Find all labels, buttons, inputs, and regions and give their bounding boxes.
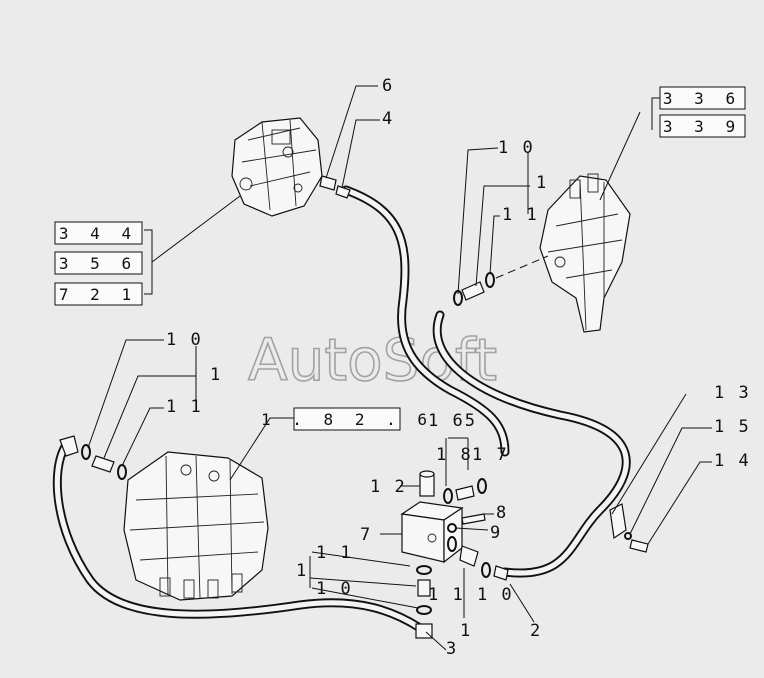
hose-main-4 — [341, 185, 510, 457]
callout-18: 1 8 — [436, 445, 473, 465]
hose-end-2 — [493, 565, 509, 581]
callout-11-left: 1 1 — [166, 397, 203, 417]
adapter-upper — [453, 255, 549, 306]
callout-14: 1 4 — [714, 451, 751, 471]
callout-1-top: 1 — [536, 173, 548, 193]
o-ring-11-upper — [485, 272, 495, 288]
callout-165: 1 65 — [428, 411, 477, 431]
watermark: AutoSoft — [248, 326, 497, 394]
callout-13: 1 3 — [714, 383, 751, 403]
ref-box-356: 3 5 6 — [54, 251, 143, 275]
callout-10-left: 1 0 — [166, 330, 203, 350]
hose-end-left — [59, 435, 79, 457]
callout-1110: 1 1 1 0 — [428, 585, 514, 605]
fitting-4 — [335, 185, 351, 199]
o-ring-11-left — [117, 464, 127, 480]
bracket-13 — [609, 503, 627, 540]
svg-text:3 3 6: 3 3 6 — [663, 89, 741, 108]
callout-17: 1 7 — [472, 445, 509, 465]
svg-text:3 5 6: 3 5 6 — [59, 254, 137, 273]
svg-text:1 . 8 2 . 6: 1 . 8 2 . 6 — [261, 410, 433, 429]
callout-1-left: 1 — [210, 365, 222, 385]
plug-12 — [419, 470, 435, 497]
valve-right — [539, 173, 631, 333]
fittings-lower-left — [415, 565, 433, 639]
callout-12: 1 2 — [370, 477, 407, 497]
fittings-165 — [443, 478, 487, 504]
svg-text:3 4 4: 3 4 4 — [59, 224, 137, 243]
adapter-left — [59, 435, 127, 480]
ref-box-344: 3 4 4 — [54, 221, 143, 245]
o-ring-10-left — [81, 444, 91, 460]
hose-main-2 — [432, 310, 631, 578]
callout-10-low: 1 0 — [316, 579, 353, 599]
callout-labels: 6 4 1 0 1 1 1 1 0 1 1 1 1 65 1 8 1 7 1 2… — [166, 76, 751, 659]
ref-box-336: 3 3 6 — [659, 86, 746, 110]
ref-box-1826: 1 . 8 2 . 6 — [261, 407, 433, 431]
callout-11-low: 1 1 — [316, 543, 353, 563]
leader-lines — [87, 85, 712, 651]
fittings-lower-middle — [447, 536, 509, 581]
fitting-6 — [319, 175, 337, 191]
hose-left-3 — [52, 440, 425, 633]
callout-15: 1 5 — [714, 417, 751, 437]
ref-box-339: 3 3 9 — [659, 114, 746, 138]
ref-box-721: 7 2 1 — [54, 282, 143, 306]
washer-15 — [624, 532, 632, 540]
callout-4-top: 4 — [382, 109, 394, 129]
bolt-8 — [461, 513, 486, 525]
valve-left-bank — [123, 451, 269, 601]
callout-10-top: 1 0 — [498, 138, 535, 158]
bolt-14 — [629, 539, 649, 553]
callout-11-top: 1 1 — [502, 205, 539, 225]
callout-9: 9 — [490, 523, 502, 543]
callout-1-under: 1 — [460, 621, 472, 641]
callout-6-top: 6 — [382, 76, 394, 96]
callout-8: 8 — [496, 503, 508, 523]
callout-3: 3 — [446, 639, 458, 659]
valve-top-left — [231, 117, 323, 217]
callout-2: 2 — [530, 621, 542, 641]
svg-text:3 3 9: 3 3 9 — [663, 117, 741, 136]
callout-1-low: 1 — [296, 561, 308, 581]
svg-text:7 2 1: 7 2 1 — [59, 285, 137, 304]
hose-end-3 — [415, 623, 433, 639]
callout-7: 7 — [360, 525, 372, 545]
